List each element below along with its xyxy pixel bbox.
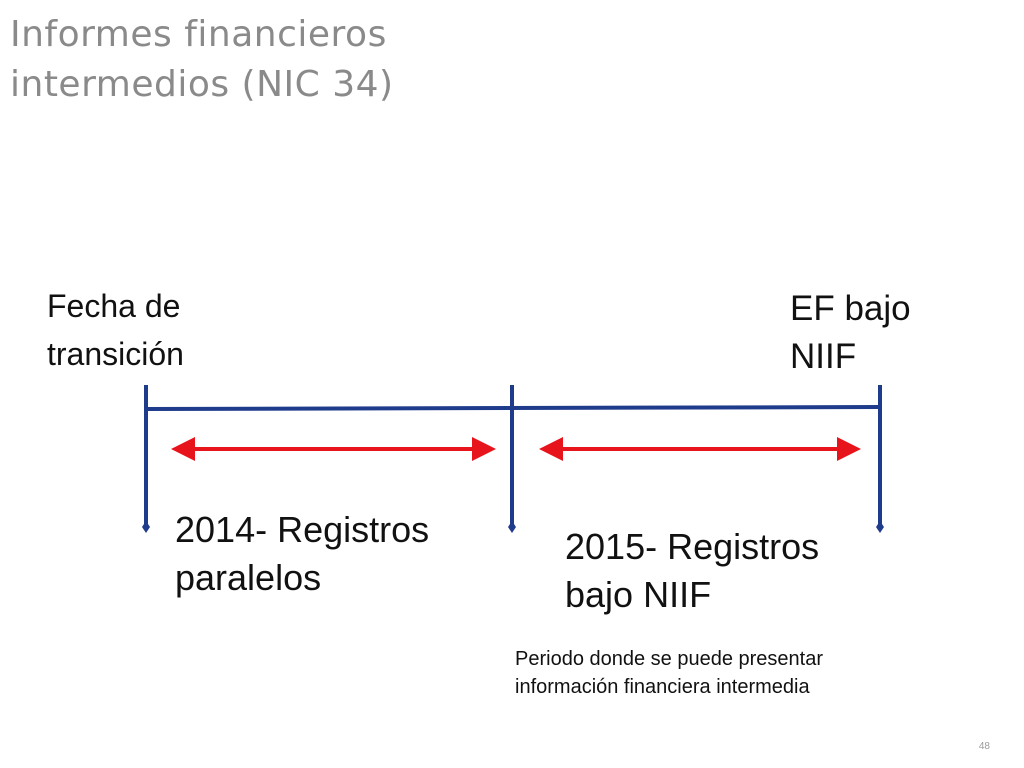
period-2014-label-line-1: 2014- Registros	[175, 509, 430, 550]
timeline-tick-start-end-diamond	[142, 521, 150, 533]
period-2015-label-line-2: bajo NIIF	[565, 574, 712, 615]
timeline-tick-end-end-diamond	[876, 521, 884, 533]
slide-title-line-1: Informes financieros	[10, 14, 387, 55]
period-2014-label-line-2: paralelos	[175, 557, 322, 598]
transition-date-label-line-1: Fecha de	[47, 288, 181, 324]
interim-reporting-note-line-2: información financiera intermedia	[515, 676, 810, 698]
period-2015-label-line-1: 2015- Registros	[565, 526, 820, 567]
ef-niif-label: EF bajo NIIF	[790, 285, 911, 381]
transition-date-label-line-2: transición	[47, 336, 184, 372]
slide-title: Informes financieros intermedios (NIC 34…	[10, 10, 710, 110]
timeline-tick-middle-end-diamond	[508, 521, 516, 533]
ef-niif-label-line-2: NIIF	[790, 337, 857, 376]
transition-date-label: Fecha de transición	[47, 282, 184, 378]
interim-reporting-note: Periodo donde se puede presentar informa…	[515, 645, 823, 701]
period-2014-label: 2014- Registros paralelos	[175, 506, 429, 602]
interim-reporting-note-line-1: Periodo donde se puede presentar	[515, 648, 824, 670]
slide-title-line-2: intermedios (NIC 34)	[10, 64, 394, 105]
period-2015-label: 2015- Registros bajo NIIF	[565, 523, 819, 619]
page-number: 48	[978, 741, 990, 752]
ef-niif-label-line-1: EF bajo	[790, 289, 911, 328]
